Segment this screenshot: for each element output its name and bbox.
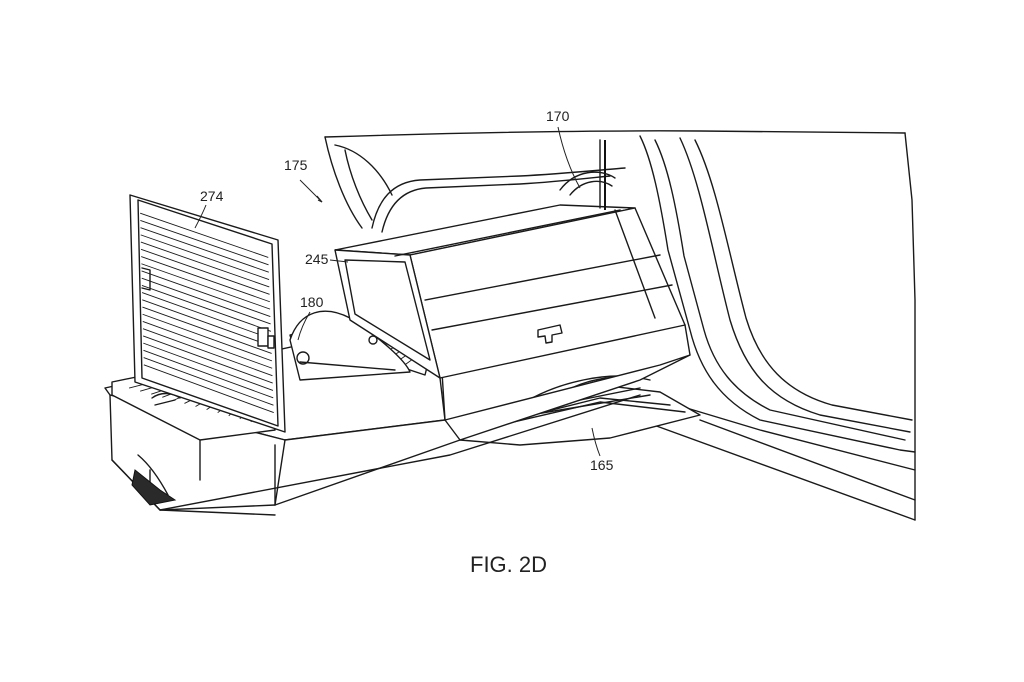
ref-label-165: 165	[590, 457, 614, 473]
ref-label-170: 170	[546, 108, 570, 124]
grille-slat	[143, 342, 274, 391]
grille-slat	[140, 241, 270, 288]
grille-slat	[141, 284, 272, 332]
grille-slat	[141, 256, 270, 303]
figure-caption: FIG. 2D	[470, 552, 547, 577]
grille-slat	[140, 248, 270, 295]
grille-slat	[142, 306, 272, 354]
grille-slat	[140, 227, 269, 273]
grille-slat	[142, 328, 273, 377]
grille-slat	[143, 349, 274, 399]
grille-slat	[141, 270, 271, 317]
grille-slat	[141, 292, 272, 340]
leader-lines	[194, 126, 601, 457]
grille-slat	[140, 212, 269, 258]
grille-slat	[141, 277, 271, 325]
ref-label-175: 175	[284, 157, 308, 173]
ref-label-245: 245	[305, 251, 329, 267]
grille-slat	[141, 263, 271, 310]
grille-slat	[142, 335, 273, 384]
grille-slat	[140, 234, 270, 280]
grille-slat	[142, 321, 273, 369]
grille-slat	[140, 220, 269, 266]
grille-panel	[129, 194, 286, 433]
storage-box	[334, 139, 691, 421]
grille-slat	[143, 364, 274, 414]
grille-slat	[142, 313, 273, 362]
vehicle-body	[324, 130, 916, 521]
ref-label-274: 274	[200, 188, 224, 204]
ref-label-180: 180	[300, 294, 324, 310]
grille-slat	[142, 299, 272, 347]
grille-slat	[143, 357, 274, 406]
